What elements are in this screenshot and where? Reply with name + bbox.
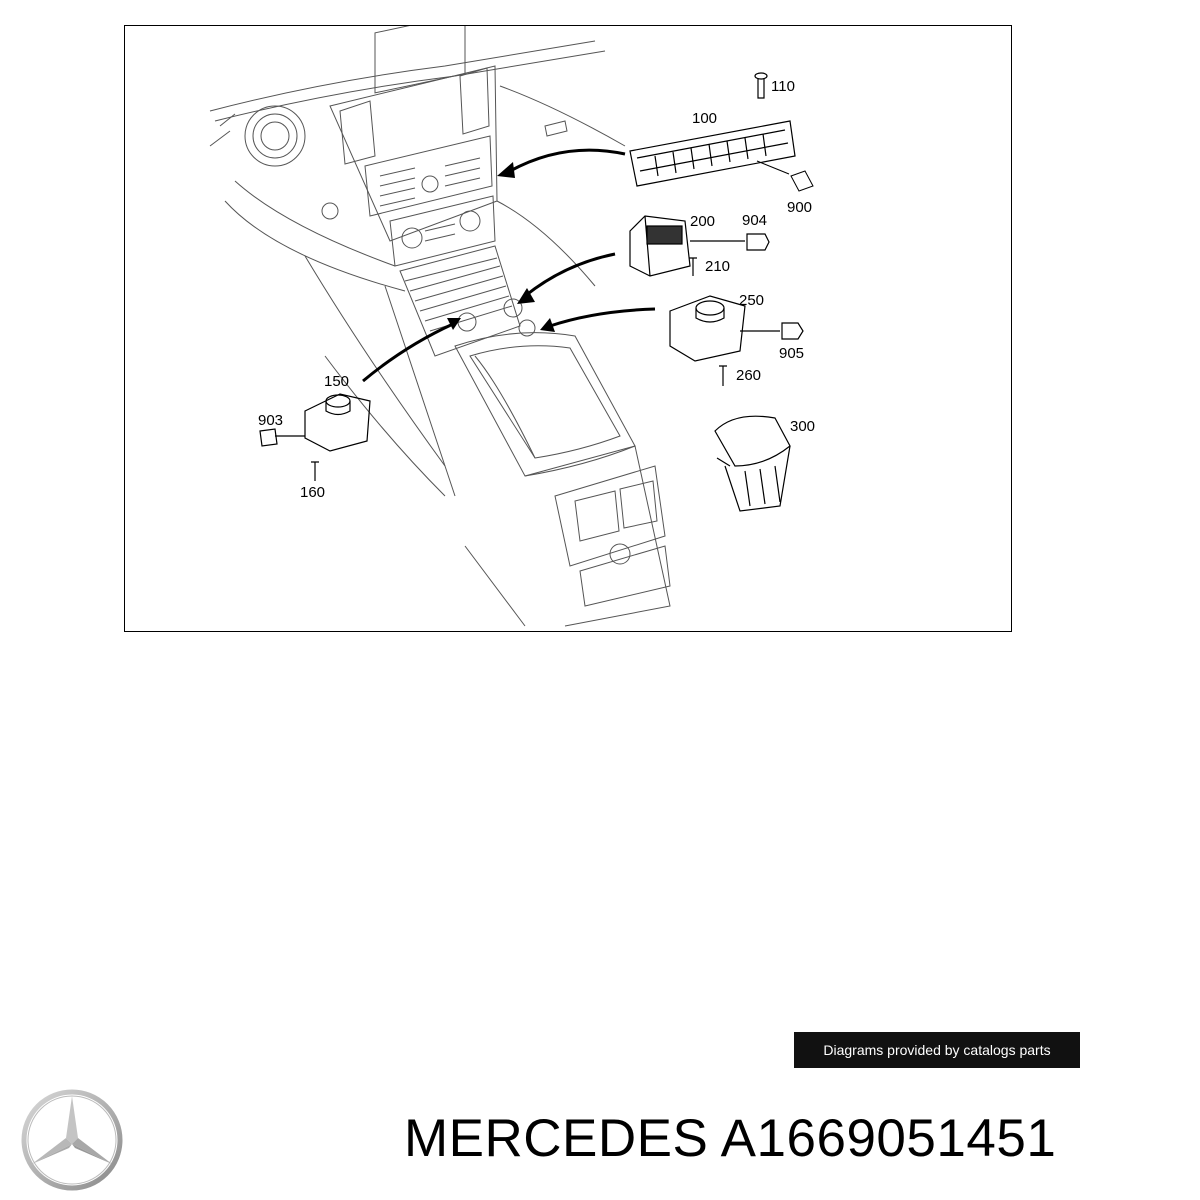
parts-diagram: 110 100 900 200 904 210 250 905 260 150 … (209, 26, 815, 627)
part-900-connector (756, 160, 814, 192)
arrow-heads (447, 162, 555, 332)
diagram-credit-badge: Diagrams provided by catalogs parts (794, 1032, 1080, 1068)
part-300-shifter (714, 415, 791, 512)
label-905: 905 (779, 345, 804, 362)
product-title: MERCEDES A1669051451 (404, 1109, 1057, 1168)
label-300: 300 (790, 418, 815, 435)
diagram-frame: 110 100 900 200 904 210 250 905 260 150 … (124, 25, 1012, 632)
label-100: 100 (692, 110, 717, 127)
part-100-button-panel (629, 120, 796, 187)
label-250: 250 (739, 292, 764, 309)
label-200: 200 (690, 213, 715, 230)
label-210: 210 (705, 258, 730, 275)
part-250-controller (669, 295, 804, 386)
part-110-screw (754, 72, 768, 99)
label-110: 110 (771, 78, 795, 95)
label-260: 260 (736, 367, 761, 384)
part-labels: 110 100 900 200 904 210 250 905 260 150 … (258, 78, 815, 501)
label-160: 160 (300, 484, 325, 501)
pointer-arrows (362, 148, 656, 383)
label-150: 150 (324, 373, 349, 390)
part-150-controller (259, 393, 371, 481)
label-903: 903 (258, 412, 283, 429)
part-200-switch (629, 215, 770, 277)
label-904: 904 (742, 212, 767, 229)
dashboard-sketch (209, 26, 671, 627)
mercedes-star-icon (21, 1089, 123, 1191)
label-900: 900 (787, 199, 812, 216)
